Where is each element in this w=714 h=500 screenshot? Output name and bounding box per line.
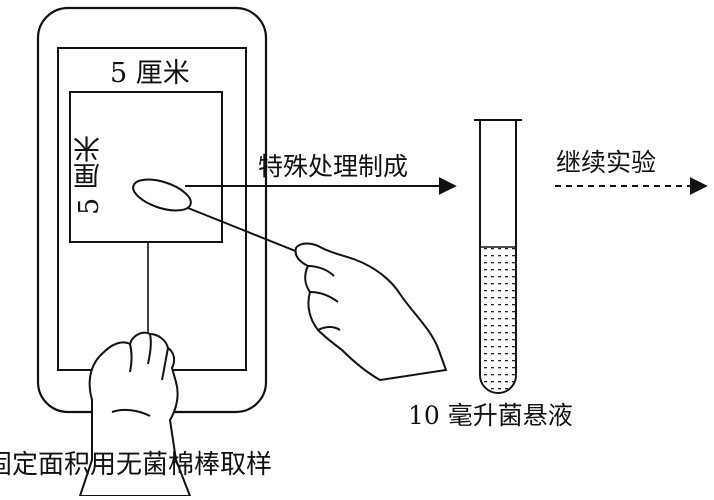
square-width-label: 5 厘米 — [110, 58, 190, 89]
swab-tip — [132, 178, 192, 212]
process-step-label: 特殊处理制成 — [258, 152, 409, 181]
continue-step-label: 继续实验 — [556, 148, 657, 177]
right-hand — [294, 242, 448, 382]
bacterial-suspension — [481, 247, 515, 392]
sampling-square — [69, 91, 223, 243]
tube-label: 10 毫升菌悬液 — [408, 401, 573, 430]
holding-hand — [78, 331, 192, 497]
square-height-label: 5 厘米 — [74, 135, 105, 215]
sampling-caption: 固定面积用无菌棉棒取样 — [0, 450, 273, 480]
test-tube — [474, 119, 522, 394]
